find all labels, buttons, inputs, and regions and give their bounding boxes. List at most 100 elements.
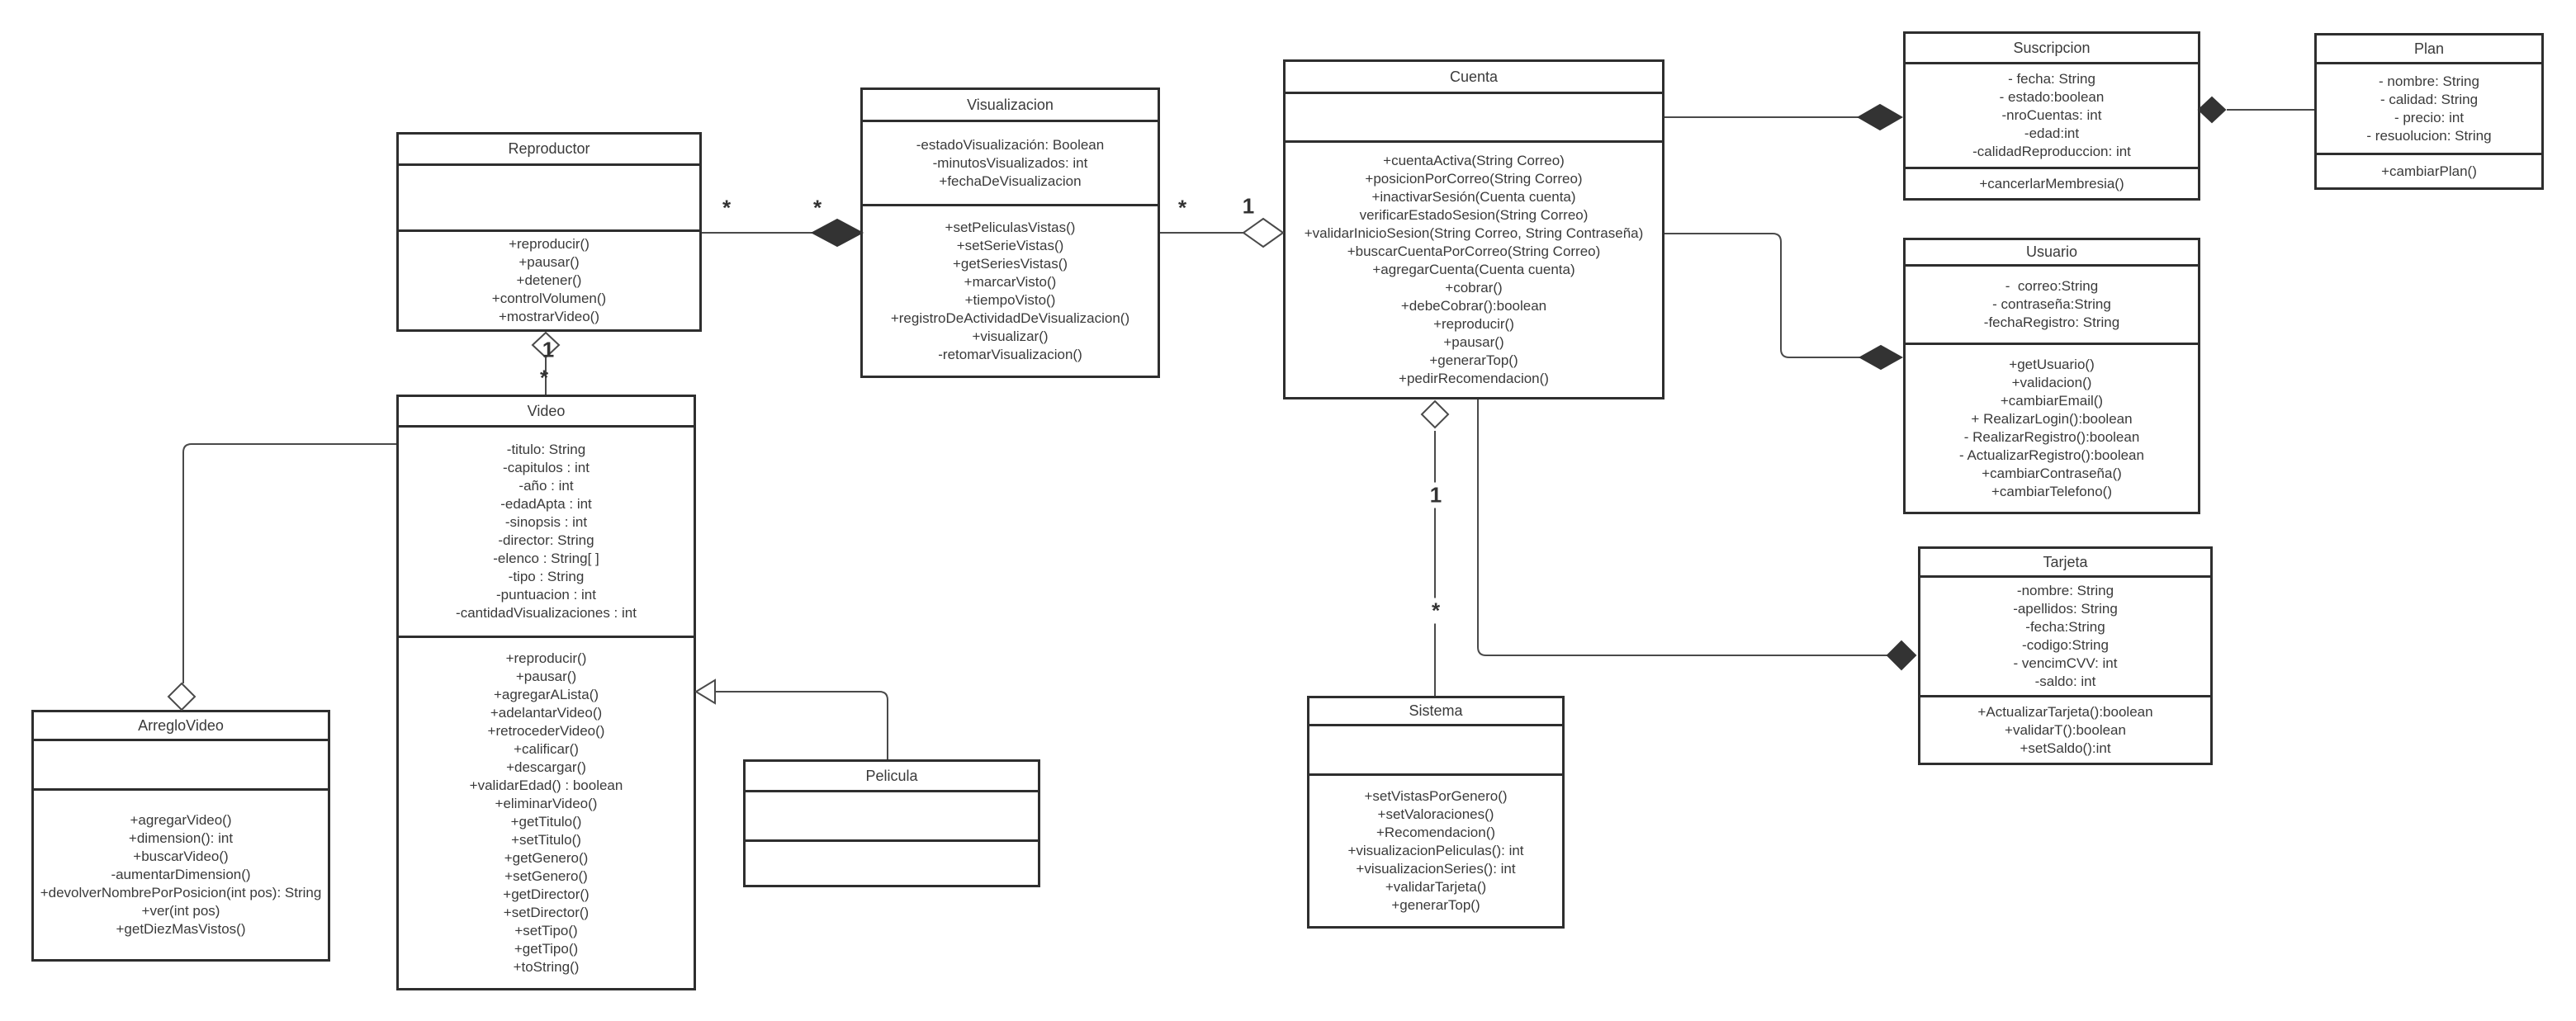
- member-line: - contraseña:String: [1992, 296, 2111, 312]
- member-line: +registroDeActividadDeVisualizacion(): [890, 310, 1130, 326]
- member-line: -estadoVisualización: Boolean: [916, 136, 1105, 153]
- member-line: -minutosVisualizados: int: [932, 154, 1088, 171]
- member-line: -retomarVisualizacion(): [938, 346, 1082, 362]
- class-attributes: -nombre: String-apellidos: String-fecha:…: [1920, 578, 2210, 697]
- relation-video-arreglovideo[interactable]: [182, 443, 396, 683]
- member-line: +pausar(): [515, 669, 577, 684]
- class-cuenta[interactable]: Cuenta +cuentaActiva(String Correo)+posi…: [1283, 59, 1664, 399]
- class-visualizacion[interactable]: Visualizacion -estadoVisualización: Bool…: [860, 87, 1160, 378]
- filled-diamond[interactable]: [810, 218, 864, 248]
- member-line: +setDirector(): [503, 905, 590, 920]
- member-line: +getDiezMasVistos(): [116, 921, 246, 937]
- multiplicity-label: 1: [542, 337, 555, 362]
- class-methods: +setPeliculasVistas()+setSerieVistas()+g…: [863, 206, 1158, 376]
- member-line: +setTitulo(): [511, 832, 581, 848]
- class-plan[interactable]: Plan - nombre: String- calidad: String- …: [2314, 33, 2544, 190]
- member-line: -aumentarDimension(): [111, 867, 251, 882]
- multiplicity-label: *: [1177, 195, 1187, 220]
- member-line: +getGenero(): [504, 850, 589, 866]
- member-line: - nombre: String: [2379, 73, 2479, 89]
- member-line: +descargar(): [506, 759, 586, 775]
- member-line: +agregarALista(): [493, 687, 599, 702]
- member-line: +agregarCuenta(Cuenta cuenta): [1372, 262, 1575, 277]
- filled-diamond[interactable]: [1858, 344, 1904, 371]
- member-line: +setTipo(): [514, 923, 578, 938]
- member-line: +devolverNombrePorPosicion(int pos): Str…: [40, 885, 322, 900]
- class-methods: +ActualizarTarjeta():boolean+validarT():…: [1920, 697, 2210, 763]
- member-line: +validarInicioSesion(String Correo, Stri…: [1304, 225, 1644, 241]
- open-diamond[interactable]: [1242, 217, 1285, 248]
- member-line: +marcarVisto(): [964, 273, 1057, 290]
- class-title: Reproductor: [399, 135, 699, 166]
- member-line: + RealizarLogin():boolean: [1971, 411, 2133, 427]
- member-line: +calificar(): [514, 741, 579, 757]
- member-line: +tiempoVisto(): [964, 291, 1056, 308]
- member-line: -elenco : String[ ]: [493, 551, 599, 566]
- class-methods: +getUsuario()+validacion()+cambiarEmail(…: [1906, 345, 2198, 512]
- class-attributes: -titulo: String -capitulos : int -año : in…: [399, 428, 694, 638]
- member-line: +retrocederVideo(): [487, 723, 605, 739]
- member-line: -apellidos: String: [2013, 601, 2118, 617]
- member-line: -edadApta : int: [500, 496, 592, 512]
- member-line: +eliminarVideo(): [495, 796, 598, 811]
- member-line: -sinopsis : int: [504, 514, 588, 530]
- member-line: +getTipo(): [514, 941, 579, 957]
- class-methods: +reproducir()+pausar()+detener()+control…: [399, 232, 699, 329]
- member-line: - RealizarRegistro():boolean: [1963, 429, 2140, 445]
- member-line: +buscarCuentaPorCorreo(String Correo): [1347, 243, 1601, 259]
- member-line: +validarTarjeta(): [1385, 879, 1487, 895]
- member-line: +generarTop(): [1429, 352, 1518, 368]
- inheritance-triangle[interactable]: [694, 678, 716, 705]
- class-suscripcion[interactable]: Suscripcion - fecha: String- estado:bool…: [1903, 31, 2200, 201]
- member-line: -director: String: [498, 532, 594, 548]
- member-line: -edad:int: [2024, 125, 2080, 141]
- class-methods: +cancerlarMembresia(): [1906, 169, 2198, 198]
- member-line: -titulo: String: [506, 442, 586, 457]
- member-line: -capitulos : int: [503, 460, 590, 475]
- filled-diamond[interactable]: [1856, 103, 1904, 131]
- class-title: Suscripcion: [1906, 34, 2198, 64]
- member-line: -año : int: [519, 478, 574, 494]
- class-tarjeta[interactable]: Tarjeta -nombre: String-apellidos: Strin…: [1918, 546, 2213, 765]
- member-line: +setGenero(): [504, 868, 588, 884]
- class-pelicula[interactable]: Pelicula: [743, 759, 1040, 887]
- member-line: - fecha: String: [2008, 71, 2095, 87]
- class-usuario[interactable]: Usuario - correo:String- contraseña:Stri…: [1903, 238, 2200, 514]
- member-line: -fecha:String: [2025, 619, 2105, 635]
- member-line: +adelantarVideo(): [490, 705, 603, 721]
- member-line: +getTitulo(): [510, 814, 582, 830]
- member-line: +visualizacionSeries(): int: [1356, 861, 1516, 877]
- member-line: -puntuacion : int: [496, 587, 596, 603]
- class-video[interactable]: Video -titulo: String-capitulos : int-añ…: [396, 395, 696, 990]
- class-title: Cuenta: [1286, 62, 1662, 94]
- class-methods: +setVistasPorGenero()+setValoraciones()+…: [1309, 776, 1562, 926]
- member-line: -nroCuentas: int: [2001, 107, 2102, 123]
- class-title: Visualizacion: [863, 90, 1158, 122]
- relation-cuenta-usuario[interactable]: [1664, 233, 1861, 358]
- class-attributes: [746, 792, 1038, 842]
- class-arreglovideo[interactable]: ArregloVideo +agregarVideo()+dimension()…: [31, 710, 330, 962]
- class-title: Pelicula: [746, 762, 1038, 792]
- member-line: +buscarVideo(): [133, 848, 229, 864]
- multiplicity-label: 1: [1426, 482, 1446, 508]
- class-title: Plan: [2317, 35, 2541, 64]
- filled-diamond[interactable]: [2197, 96, 2227, 124]
- class-sistema[interactable]: Sistema +setVistasPorGenero()+setValorac…: [1307, 696, 1565, 929]
- member-line: +getSeriesVistas(): [952, 255, 1068, 272]
- member-line: +toString(): [513, 959, 580, 975]
- member-line: +dimension(): int: [128, 830, 234, 846]
- class-title: Usuario: [1906, 240, 2198, 267]
- member-line: +reproducir(): [509, 236, 590, 252]
- class-methods: +agregarVideo()+dimension(): int+buscarV…: [34, 791, 328, 959]
- class-title: Sistema: [1309, 698, 1562, 726]
- class-reproductor[interactable]: Reproductor +reproducir()+pausar()+deten…: [396, 132, 702, 332]
- filled-diamond[interactable]: [1886, 640, 1917, 671]
- open-diamond[interactable]: [1420, 399, 1450, 429]
- member-line: +debeCobrar():boolean: [1400, 298, 1547, 314]
- class-methods: [746, 842, 1038, 885]
- member-line: - vencimCVV: int: [2013, 655, 2118, 671]
- class-attributes: [399, 166, 699, 232]
- open-diamond[interactable]: [167, 682, 197, 711]
- relation-pelicula-video[interactable]: [715, 691, 888, 759]
- relation-cuenta-tarjeta[interactable]: [1477, 399, 1889, 656]
